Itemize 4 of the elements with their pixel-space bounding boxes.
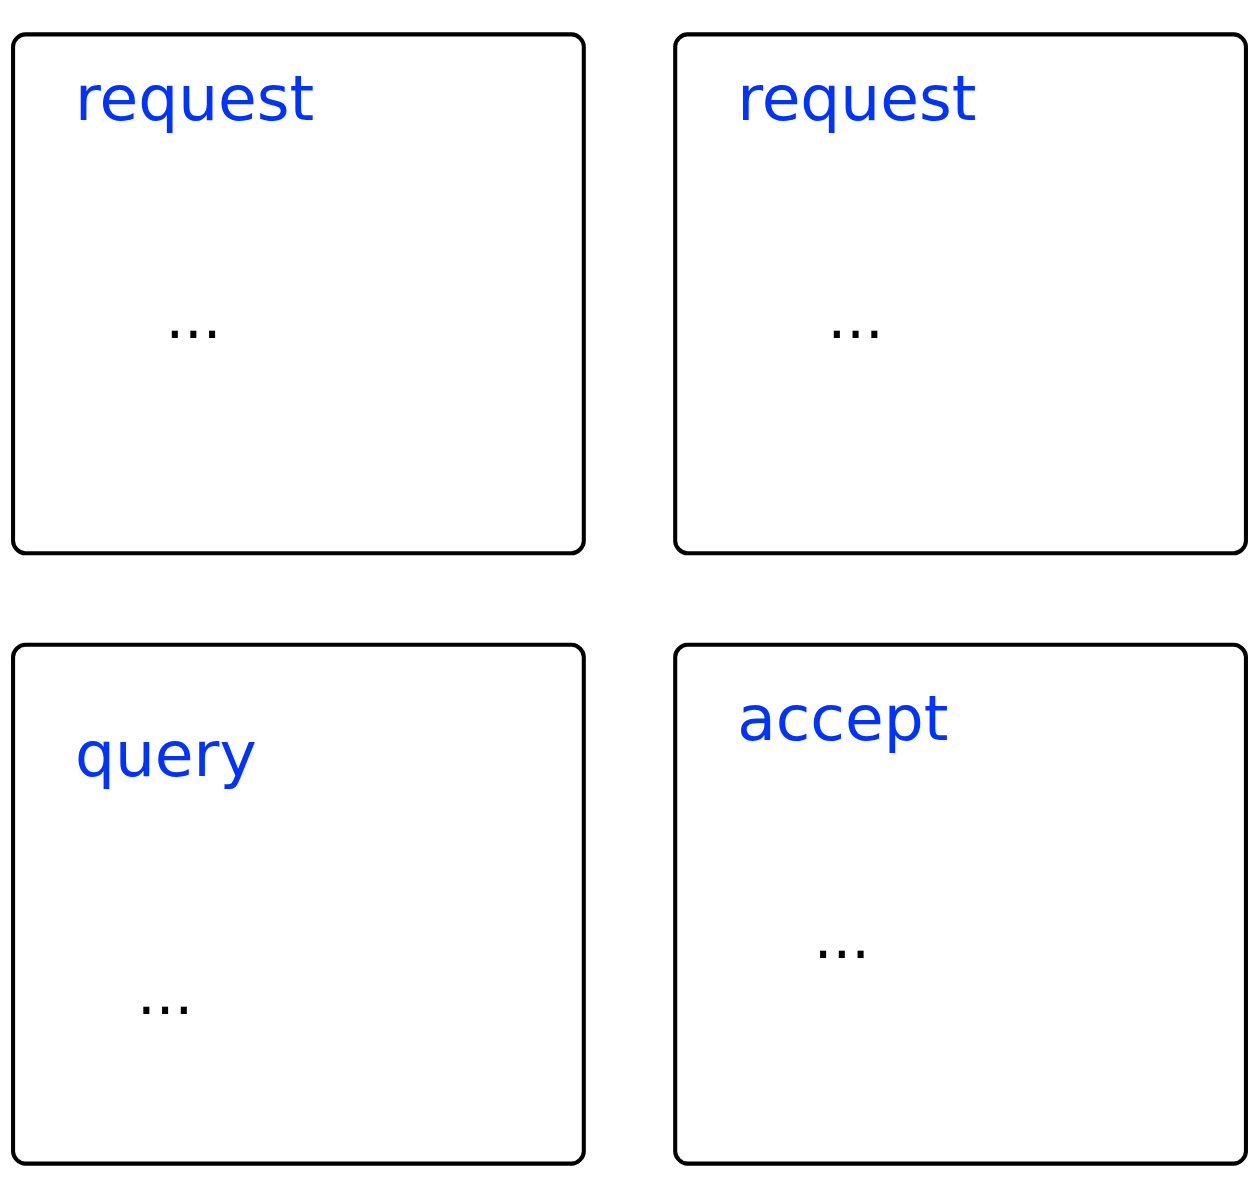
node-box: query ...	[10, 642, 586, 1166]
node-box: accept ...	[672, 642, 1248, 1166]
node-box: request ...	[672, 31, 1248, 555]
node-box: request ...	[10, 31, 586, 555]
